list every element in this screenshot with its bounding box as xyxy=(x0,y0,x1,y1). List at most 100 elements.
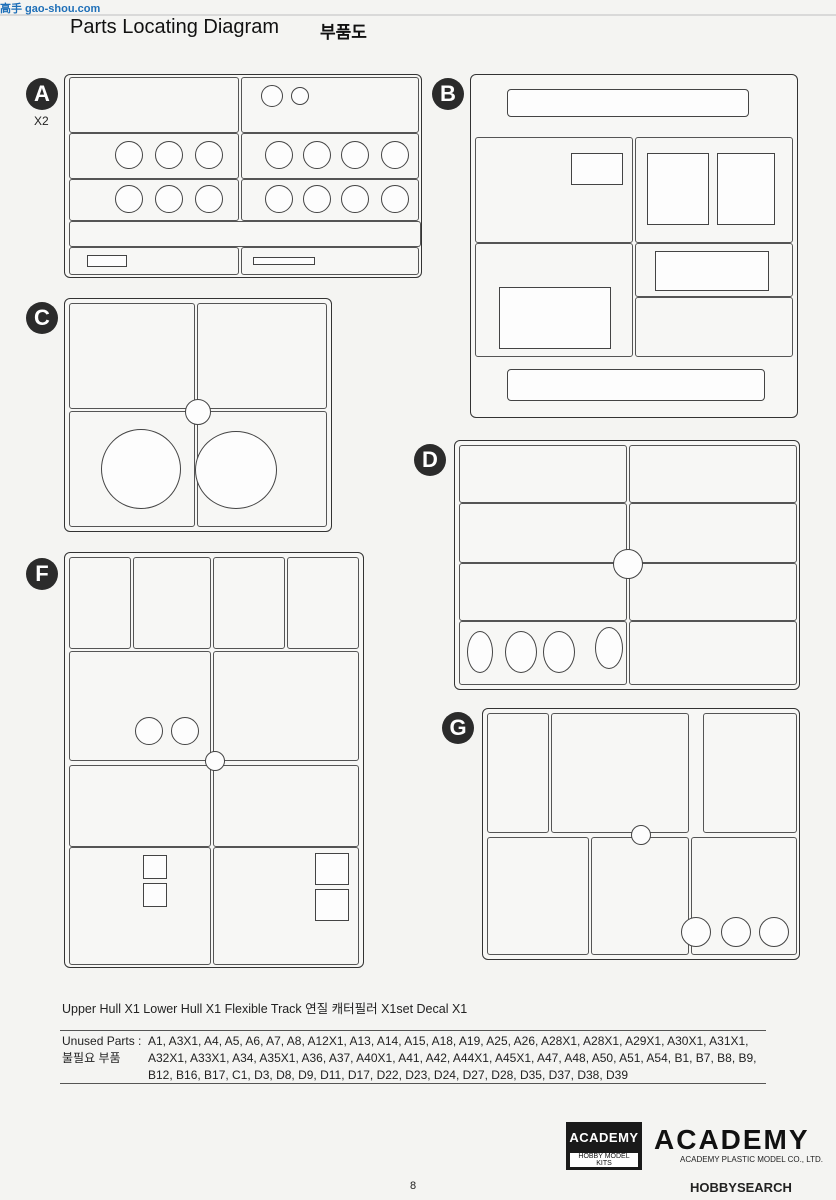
grille-part xyxy=(655,251,769,291)
sprue-a-cell xyxy=(241,77,419,133)
turret-ring-part xyxy=(195,431,277,509)
sprue-a xyxy=(64,74,422,278)
road-wheel-part xyxy=(115,141,143,169)
road-wheel-part xyxy=(381,185,409,213)
sprue-label-f: F xyxy=(26,558,58,590)
wheel-part xyxy=(135,717,163,745)
sprocket-part xyxy=(721,917,751,947)
oval-part xyxy=(505,631,537,673)
sprue-b-cell xyxy=(475,137,633,243)
part-strip xyxy=(253,257,315,265)
unused-parts-label-en: Unused Parts : xyxy=(62,1034,142,1048)
sprue-f-cell xyxy=(69,847,211,965)
box-part xyxy=(143,883,167,907)
sprocket-part xyxy=(759,917,789,947)
sprue-a-quantity: X2 xyxy=(34,114,49,128)
track-loop-part xyxy=(595,627,623,669)
sprue-g-cell xyxy=(591,837,689,955)
sprue-b xyxy=(470,74,798,418)
box-part xyxy=(143,855,167,879)
road-wheel-part xyxy=(155,141,183,169)
sprue-g-cell xyxy=(551,713,689,833)
sprue-d-cell xyxy=(629,445,797,503)
road-wheel-part xyxy=(115,185,143,213)
sprue-label-b: B xyxy=(432,78,464,110)
sprue-gate xyxy=(631,825,651,845)
sprue-f-cell xyxy=(69,557,131,649)
sprue-a-cell xyxy=(241,247,419,275)
unused-parts-label-kr: 불필요 부품 xyxy=(62,1051,121,1065)
sprue-label-a: A xyxy=(26,78,58,110)
sprue-gate xyxy=(185,399,211,425)
sprue-c-cell xyxy=(69,303,195,409)
sprue-f-cell xyxy=(213,765,359,847)
sprue-b-cell xyxy=(635,243,793,297)
panel-part xyxy=(647,153,709,225)
sprue-g xyxy=(482,708,800,960)
road-wheel-part xyxy=(195,141,223,169)
sprue-label-d: D xyxy=(414,444,446,476)
sprue-f-cell xyxy=(69,765,211,847)
sprue-a-cell xyxy=(69,221,421,247)
page-title: Parts Locating Diagram xyxy=(70,16,279,38)
sprue-gate xyxy=(205,751,225,771)
page-title-korean: 부품도 xyxy=(320,23,367,42)
academy-box-sub: HOBBY MODEL KITS xyxy=(570,1153,638,1167)
sprocket-part xyxy=(261,85,283,107)
academy-logo: ACADEMY xyxy=(654,1124,810,1155)
sprue-a-cell xyxy=(241,133,419,179)
oval-part xyxy=(543,631,575,673)
sprue-label-g: G xyxy=(442,712,474,744)
sprue-gate xyxy=(613,549,643,579)
sprue-f-cell xyxy=(69,651,211,761)
header-rule xyxy=(0,14,836,16)
sprue-d-cell xyxy=(629,563,797,621)
sprue-d xyxy=(454,440,800,690)
sprocket-part xyxy=(681,917,711,947)
wheel-part xyxy=(171,717,199,745)
sprue-g-cell xyxy=(691,837,797,955)
road-wheel-part xyxy=(303,141,331,169)
sprue-d-cell xyxy=(459,503,627,563)
road-wheel-part xyxy=(381,141,409,169)
road-wheel-part xyxy=(155,185,183,213)
sprue-a-cell xyxy=(69,247,239,275)
kit-contents-summary: Upper Hull X1 Lower Hull X1 Flexible Tra… xyxy=(62,1002,468,1016)
panel-part xyxy=(717,153,775,225)
sprue-b-cell xyxy=(475,243,633,357)
road-wheel-part xyxy=(265,185,293,213)
sprue-d-cell xyxy=(629,503,797,563)
sprue-d-cell xyxy=(459,621,627,685)
sprue-d-cell xyxy=(459,563,627,621)
plate-part xyxy=(315,853,349,885)
academy-box-logo: ACADEMY HOBBY MODEL KITS xyxy=(566,1122,642,1170)
sprue-label-c: C xyxy=(26,302,58,334)
small-wheel-part xyxy=(291,87,309,105)
sprue-c xyxy=(64,298,332,532)
hull-side-part xyxy=(507,369,765,401)
watermark-logo: 高手 gao-shou.com xyxy=(0,3,101,15)
sprue-c-cell xyxy=(197,303,327,409)
sprue-b-cell xyxy=(635,297,793,357)
panel-part xyxy=(571,153,623,185)
unused-parts-box: Unused Parts : 불필요 부품 A1, A3X1, A4, A5, … xyxy=(60,1030,766,1084)
sprue-d-cell xyxy=(459,445,627,503)
sprue-f-cell xyxy=(287,557,359,649)
road-wheel-part xyxy=(195,185,223,213)
sprue-a-cell xyxy=(241,179,419,221)
academy-box-name: ACADEMY xyxy=(569,1130,639,1145)
sprue-g-cell xyxy=(487,837,589,955)
page-number: 8 xyxy=(410,1180,417,1192)
sprue-f-cell xyxy=(133,557,211,649)
sprue-g-cell xyxy=(703,713,797,833)
sprue-f-cell xyxy=(213,651,359,761)
hobbysearch-watermark: HOBBYSEARCH xyxy=(690,1180,792,1195)
sprue-b-cell xyxy=(635,137,793,243)
sprue-d-cell xyxy=(629,621,797,685)
company-name: ACADEMY PLASTIC MODEL CO., LTD. xyxy=(680,1155,823,1164)
page-header: 高手 gao-shou.com Parts Locating Diagram 부… xyxy=(0,0,836,42)
part-strip xyxy=(87,255,127,267)
road-wheel-part xyxy=(341,141,369,169)
road-wheel-part xyxy=(303,185,331,213)
sprue-a-cell xyxy=(69,133,239,179)
